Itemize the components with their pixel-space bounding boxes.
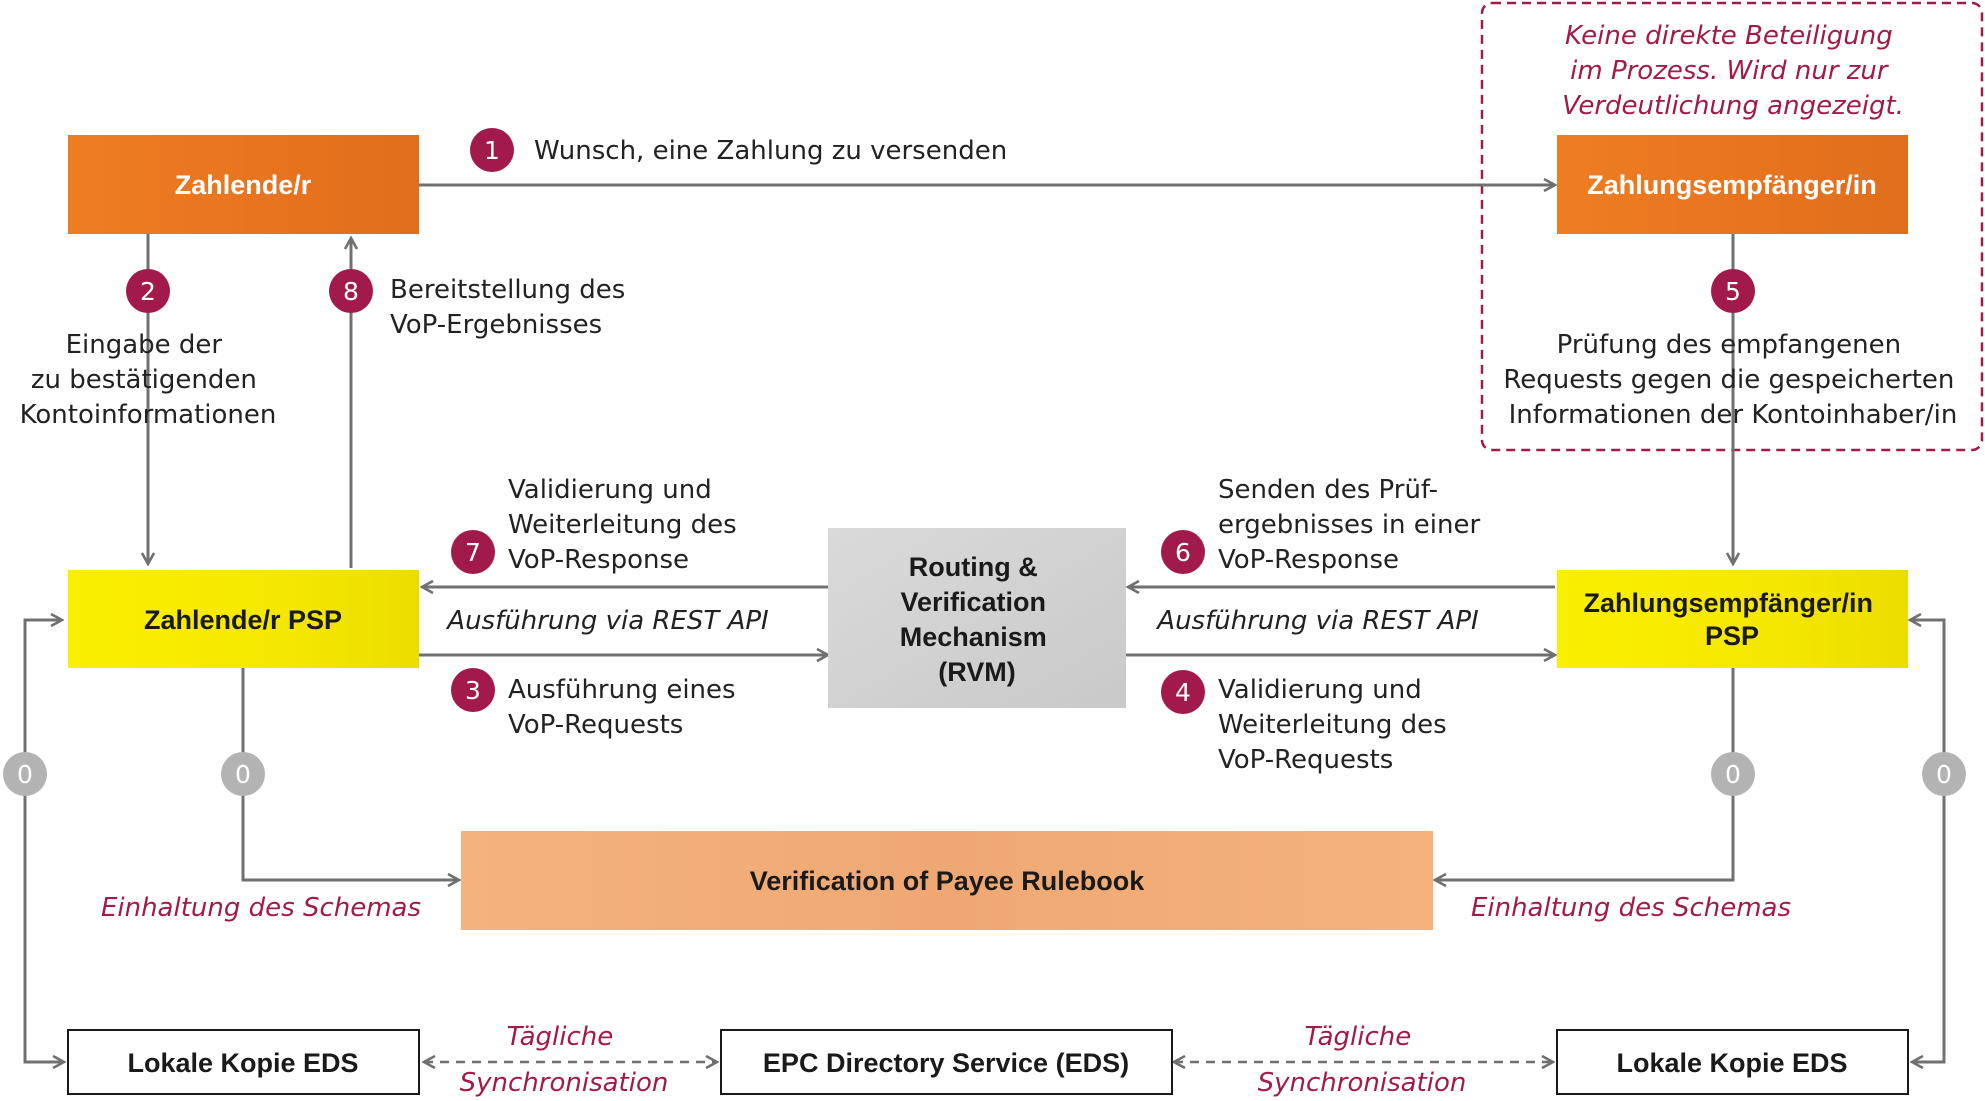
- step-2-badge: 2: [126, 269, 170, 313]
- zero-badge-far-left: 0: [3, 752, 47, 796]
- rest-api-label-left: Ausführung via REST API: [445, 606, 768, 636]
- step-8-badge: 8: [329, 269, 373, 313]
- step-6-text: Senden des Prüf- ergebnisses in einer Vo…: [1218, 475, 1488, 575]
- svg-text:5: 5: [1725, 277, 1741, 306]
- box-payee-psp: Zahlungsempfänger/in PSP: [1557, 570, 1908, 668]
- schema-label-right: Einhaltung des Schemas: [1471, 893, 1791, 923]
- zero-badge-left: 0: [221, 752, 265, 796]
- zero-badge-far-right: 0: [1922, 752, 1966, 796]
- box-rulebook-label: Verification of Payee Rulebook: [750, 866, 1146, 896]
- step-8-text: Bereitstellung des VoP-Ergebnisses: [390, 275, 634, 340]
- box-rulebook: Verification of Payee Rulebook: [461, 831, 1433, 930]
- svg-text:4: 4: [1175, 678, 1191, 707]
- svg-text:0: 0: [17, 760, 33, 789]
- svg-text:1: 1: [484, 136, 500, 165]
- box-eds-left-label: Lokale Kopie EDS: [127, 1048, 358, 1078]
- note-text: Keine direkte Beteiligung im Prozess. Wi…: [1562, 21, 1904, 121]
- step-2-text: Eingabe der zu bestätigenden Kontoinform…: [20, 330, 277, 430]
- box-eds-left: Lokale Kopie EDS: [67, 1029, 420, 1095]
- line-eds-left-loop: [23, 620, 62, 1064]
- box-eds-right-label: Lokale Kopie EDS: [1616, 1048, 1847, 1078]
- box-payer: Zahlende/r: [68, 135, 419, 234]
- box-eds-right: Lokale Kopie EDS: [1556, 1029, 1909, 1095]
- svg-text:0: 0: [1725, 760, 1741, 789]
- zero-badge-right: 0: [1711, 752, 1755, 796]
- box-payee-label: Zahlungsempfänger/in: [1587, 170, 1877, 200]
- svg-text:2: 2: [140, 277, 156, 306]
- box-rvm-label: Routing & Verification Mechanism (RVM): [900, 552, 1055, 687]
- box-eds-center: EPC Directory Service (EDS): [720, 1029, 1173, 1095]
- box-payee-psp-label: Zahlungsempfänger/in PSP: [1583, 588, 1880, 651]
- box-rvm: Routing & Verification Mechanism (RVM): [828, 528, 1126, 708]
- svg-text:8: 8: [343, 277, 359, 306]
- arrow-rulebook-right: [1435, 668, 1735, 880]
- rest-api-label-right: Ausführung via REST API: [1155, 606, 1478, 636]
- step-4-badge: 4: [1161, 670, 1205, 714]
- box-payee: Zahlungsempfänger/in: [1557, 135, 1908, 234]
- schema-label-left: Einhaltung des Schemas: [101, 893, 421, 923]
- step-1-text: Wunsch, eine Zahlung zu versenden: [534, 136, 1007, 166]
- step-1-badge: 1: [470, 128, 514, 172]
- step-3-badge: 3: [451, 668, 495, 712]
- step-7-badge: 7: [451, 530, 495, 574]
- step-5-text: Prüfung des empfangenen Requests gegen d…: [1503, 330, 1962, 430]
- step-4-text: Validierung und Weiterleitung des VoP-Re…: [1218, 675, 1455, 775]
- svg-text:7: 7: [465, 538, 481, 567]
- box-payer-label: Zahlende/r: [175, 170, 312, 200]
- step-6-badge: 6: [1161, 530, 1205, 574]
- line-eds-right-loop: [1910, 620, 1946, 1064]
- sync-label-left: Tägliche Synchronisation: [460, 1022, 669, 1098]
- arrow-rulebook-left: [241, 668, 459, 880]
- svg-text:3: 3: [465, 676, 481, 705]
- svg-text:6: 6: [1175, 538, 1191, 567]
- box-payer-psp-label: Zahlende/r PSP: [144, 605, 342, 635]
- box-eds-center-label: EPC Directory Service (EDS): [763, 1048, 1129, 1078]
- step-7-text: Validierung und Weiterleitung des VoP-Re…: [508, 475, 745, 575]
- sync-label-right: Tägliche Synchronisation: [1258, 1022, 1467, 1098]
- step-3-text: Ausführung eines VoP-Requests: [508, 675, 744, 740]
- svg-text:0: 0: [235, 760, 251, 789]
- svg-text:0: 0: [1936, 760, 1952, 789]
- box-payer-psp: Zahlende/r PSP: [68, 570, 419, 668]
- step-5-badge: 5: [1711, 269, 1755, 313]
